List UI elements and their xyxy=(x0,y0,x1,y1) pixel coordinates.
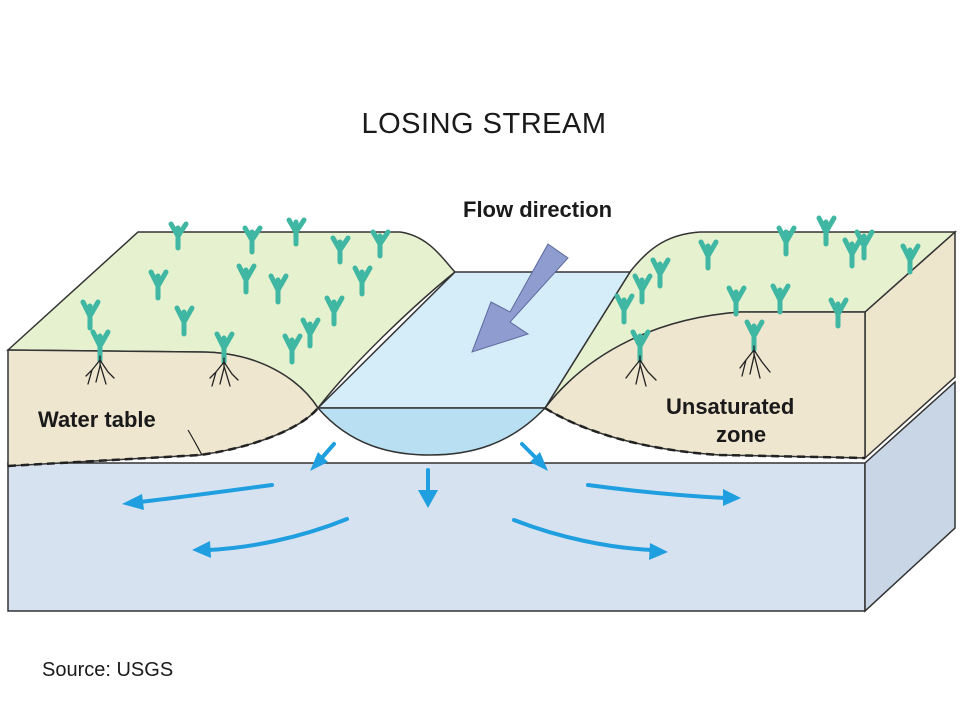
plant-icon xyxy=(776,225,797,257)
plant-icon xyxy=(286,217,307,247)
water-table-line-left xyxy=(7,407,319,468)
plant-icon xyxy=(854,229,875,261)
seepage-arrow-lower-left xyxy=(206,517,349,552)
plant-roots xyxy=(85,345,771,387)
plant-icon xyxy=(174,305,195,337)
plant-icon xyxy=(828,297,849,329)
flow-direction-label: Flow direction xyxy=(463,197,612,222)
plant-icon xyxy=(324,295,345,327)
diagram-title: LOSING STREAM xyxy=(362,108,607,140)
plant-icon xyxy=(900,243,921,275)
saturated-zone-front xyxy=(7,462,866,612)
plant-icon xyxy=(268,273,289,305)
seepage-arrowheads xyxy=(122,452,741,560)
source-credit: Source: USGS xyxy=(42,659,173,681)
unsaturated-zone-label-line2: zone xyxy=(716,422,766,447)
plant-icon xyxy=(80,299,101,331)
seepage-arrows xyxy=(138,442,727,552)
roots-icon xyxy=(85,355,115,385)
plant-icon xyxy=(352,265,373,297)
water-table-label: Water table xyxy=(38,407,156,432)
flow-direction-arrow xyxy=(471,243,569,353)
seepage-arrow-far-left xyxy=(138,483,274,504)
plant-icon xyxy=(650,257,671,289)
roots-icon xyxy=(209,357,239,387)
plant-icon xyxy=(168,221,189,251)
plant-icon xyxy=(842,237,863,269)
water-table-line-right xyxy=(544,406,866,460)
roots-icon xyxy=(625,355,657,387)
plants-right xyxy=(614,215,921,363)
plant-icon xyxy=(614,293,635,325)
plant-icon xyxy=(770,283,791,315)
plant-icon xyxy=(242,225,263,255)
plant-icon xyxy=(330,235,351,265)
seepage-arrow-far-right xyxy=(586,483,727,500)
plant-icon xyxy=(300,317,321,349)
saturated-zone-side xyxy=(864,380,956,613)
plant-icon xyxy=(632,273,653,305)
plants-left xyxy=(80,217,391,365)
unsaturated-zone-label-line1: Unsaturated xyxy=(666,394,794,419)
plant-icon xyxy=(370,229,391,259)
seepage-arrow-lower-right xyxy=(512,518,654,552)
plant-icon xyxy=(282,333,303,365)
plant-icon xyxy=(236,263,257,295)
plant-icon xyxy=(816,215,837,247)
roots-icon xyxy=(739,345,771,379)
plant-icon xyxy=(726,285,747,317)
plant-icon xyxy=(148,269,169,301)
water-table-leader xyxy=(187,429,203,456)
stream-channel xyxy=(316,407,547,456)
plant-icon xyxy=(698,239,719,271)
